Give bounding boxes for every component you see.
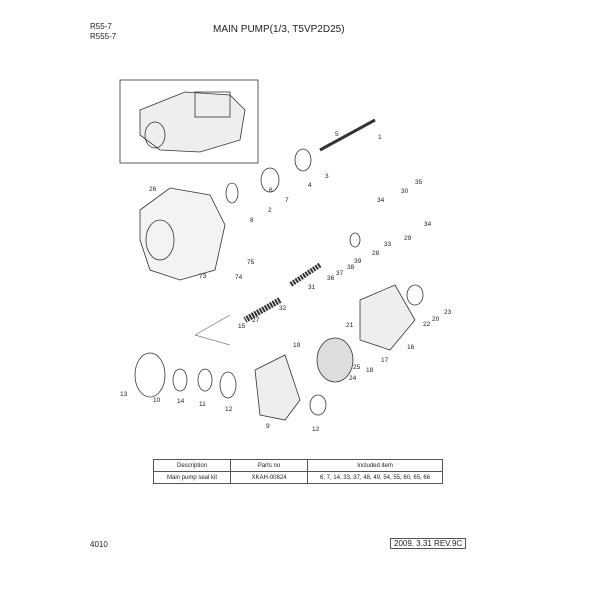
callout-3: 3 bbox=[325, 173, 329, 180]
callout-20: 20 bbox=[432, 316, 440, 323]
revision-stamp: 2009. 3.31 REV.9C bbox=[390, 538, 467, 549]
callout-9: 9 bbox=[266, 423, 270, 430]
callout-6: 6 bbox=[269, 187, 273, 194]
callout-29: 29 bbox=[404, 235, 412, 242]
callout-28: 28 bbox=[372, 250, 380, 257]
callout-1: 1 bbox=[378, 134, 382, 141]
callout-38: 38 bbox=[347, 264, 355, 271]
shaft bbox=[319, 118, 376, 152]
page-number: 4010 bbox=[90, 540, 108, 549]
valve-plate bbox=[359, 284, 416, 351]
callout-12: 12 bbox=[225, 406, 233, 413]
callout-34: 34 bbox=[424, 221, 432, 228]
seal-kit-table: Description Parts no Included item Main … bbox=[153, 459, 443, 484]
callout-7: 7 bbox=[285, 197, 289, 204]
callout-37: 37 bbox=[336, 270, 344, 277]
header-included-item: Included item bbox=[307, 459, 443, 472]
callout-32: 32 bbox=[279, 305, 287, 312]
header-description: Description bbox=[153, 459, 231, 472]
callout-35: 35 bbox=[415, 179, 423, 186]
callout-36: 36 bbox=[327, 275, 335, 282]
cell-parts-no: XKAH-00824 bbox=[230, 471, 308, 484]
cover-10 bbox=[134, 352, 166, 398]
callout-23: 23 bbox=[444, 309, 452, 316]
callout-74: 74 bbox=[235, 274, 243, 281]
callout-15: 15 bbox=[238, 323, 246, 330]
model-label: R55-7 bbox=[90, 22, 112, 31]
callout-17: 17 bbox=[381, 357, 389, 364]
callout-27: 27 bbox=[252, 317, 260, 324]
callout-12: 12 bbox=[312, 426, 320, 433]
bearing bbox=[294, 148, 312, 172]
table-header-row: Description Parts no Included item bbox=[153, 459, 443, 472]
cylinder-block bbox=[316, 337, 354, 383]
callout-25: 25 bbox=[353, 364, 361, 371]
callout-22: 22 bbox=[423, 321, 431, 328]
callout-16: 16 bbox=[407, 344, 415, 351]
callout-5: 5 bbox=[335, 131, 339, 138]
callout-39: 39 bbox=[354, 258, 362, 265]
spring bbox=[243, 297, 282, 323]
assembled-pump-illustration bbox=[139, 91, 246, 153]
callout-10: 10 bbox=[153, 397, 161, 404]
callout-24: 24 bbox=[349, 375, 357, 382]
callout-75: 75 bbox=[247, 259, 255, 266]
housing-26 bbox=[139, 187, 226, 281]
cell-included-item: 6, 7, 14, 33, 37, 48, 49, 54, 55, 60, 65… bbox=[307, 471, 443, 484]
cell-description: Main pump seal kit bbox=[153, 471, 231, 484]
callout-18: 18 bbox=[366, 367, 374, 374]
model-label: R555-7 bbox=[90, 32, 117, 41]
callout-4: 4 bbox=[308, 182, 312, 189]
assembly-inset-frame bbox=[119, 79, 259, 164]
callout-31: 31 bbox=[308, 284, 316, 291]
callout-8: 8 bbox=[250, 217, 254, 224]
callout-11: 11 bbox=[199, 401, 206, 408]
callout-26: 26 bbox=[149, 186, 157, 193]
callout-21: 21 bbox=[346, 322, 354, 329]
callout-34: 34 bbox=[377, 197, 385, 204]
page-title: MAIN PUMP(1/3, T5VP2D25) bbox=[213, 24, 345, 35]
callout-14: 14 bbox=[177, 398, 185, 405]
callout-73: 73 bbox=[199, 273, 207, 280]
callout-30: 30 bbox=[401, 188, 409, 195]
header-parts-no: Parts no bbox=[230, 459, 308, 472]
callout-19: 19 bbox=[293, 342, 301, 349]
callout-13: 13 bbox=[120, 391, 128, 398]
callout-2: 2 bbox=[268, 207, 272, 214]
table-row: Main pump seal kit XKAH-00824 6, 7, 14, … bbox=[153, 471, 443, 484]
callout-33: 33 bbox=[384, 241, 392, 248]
